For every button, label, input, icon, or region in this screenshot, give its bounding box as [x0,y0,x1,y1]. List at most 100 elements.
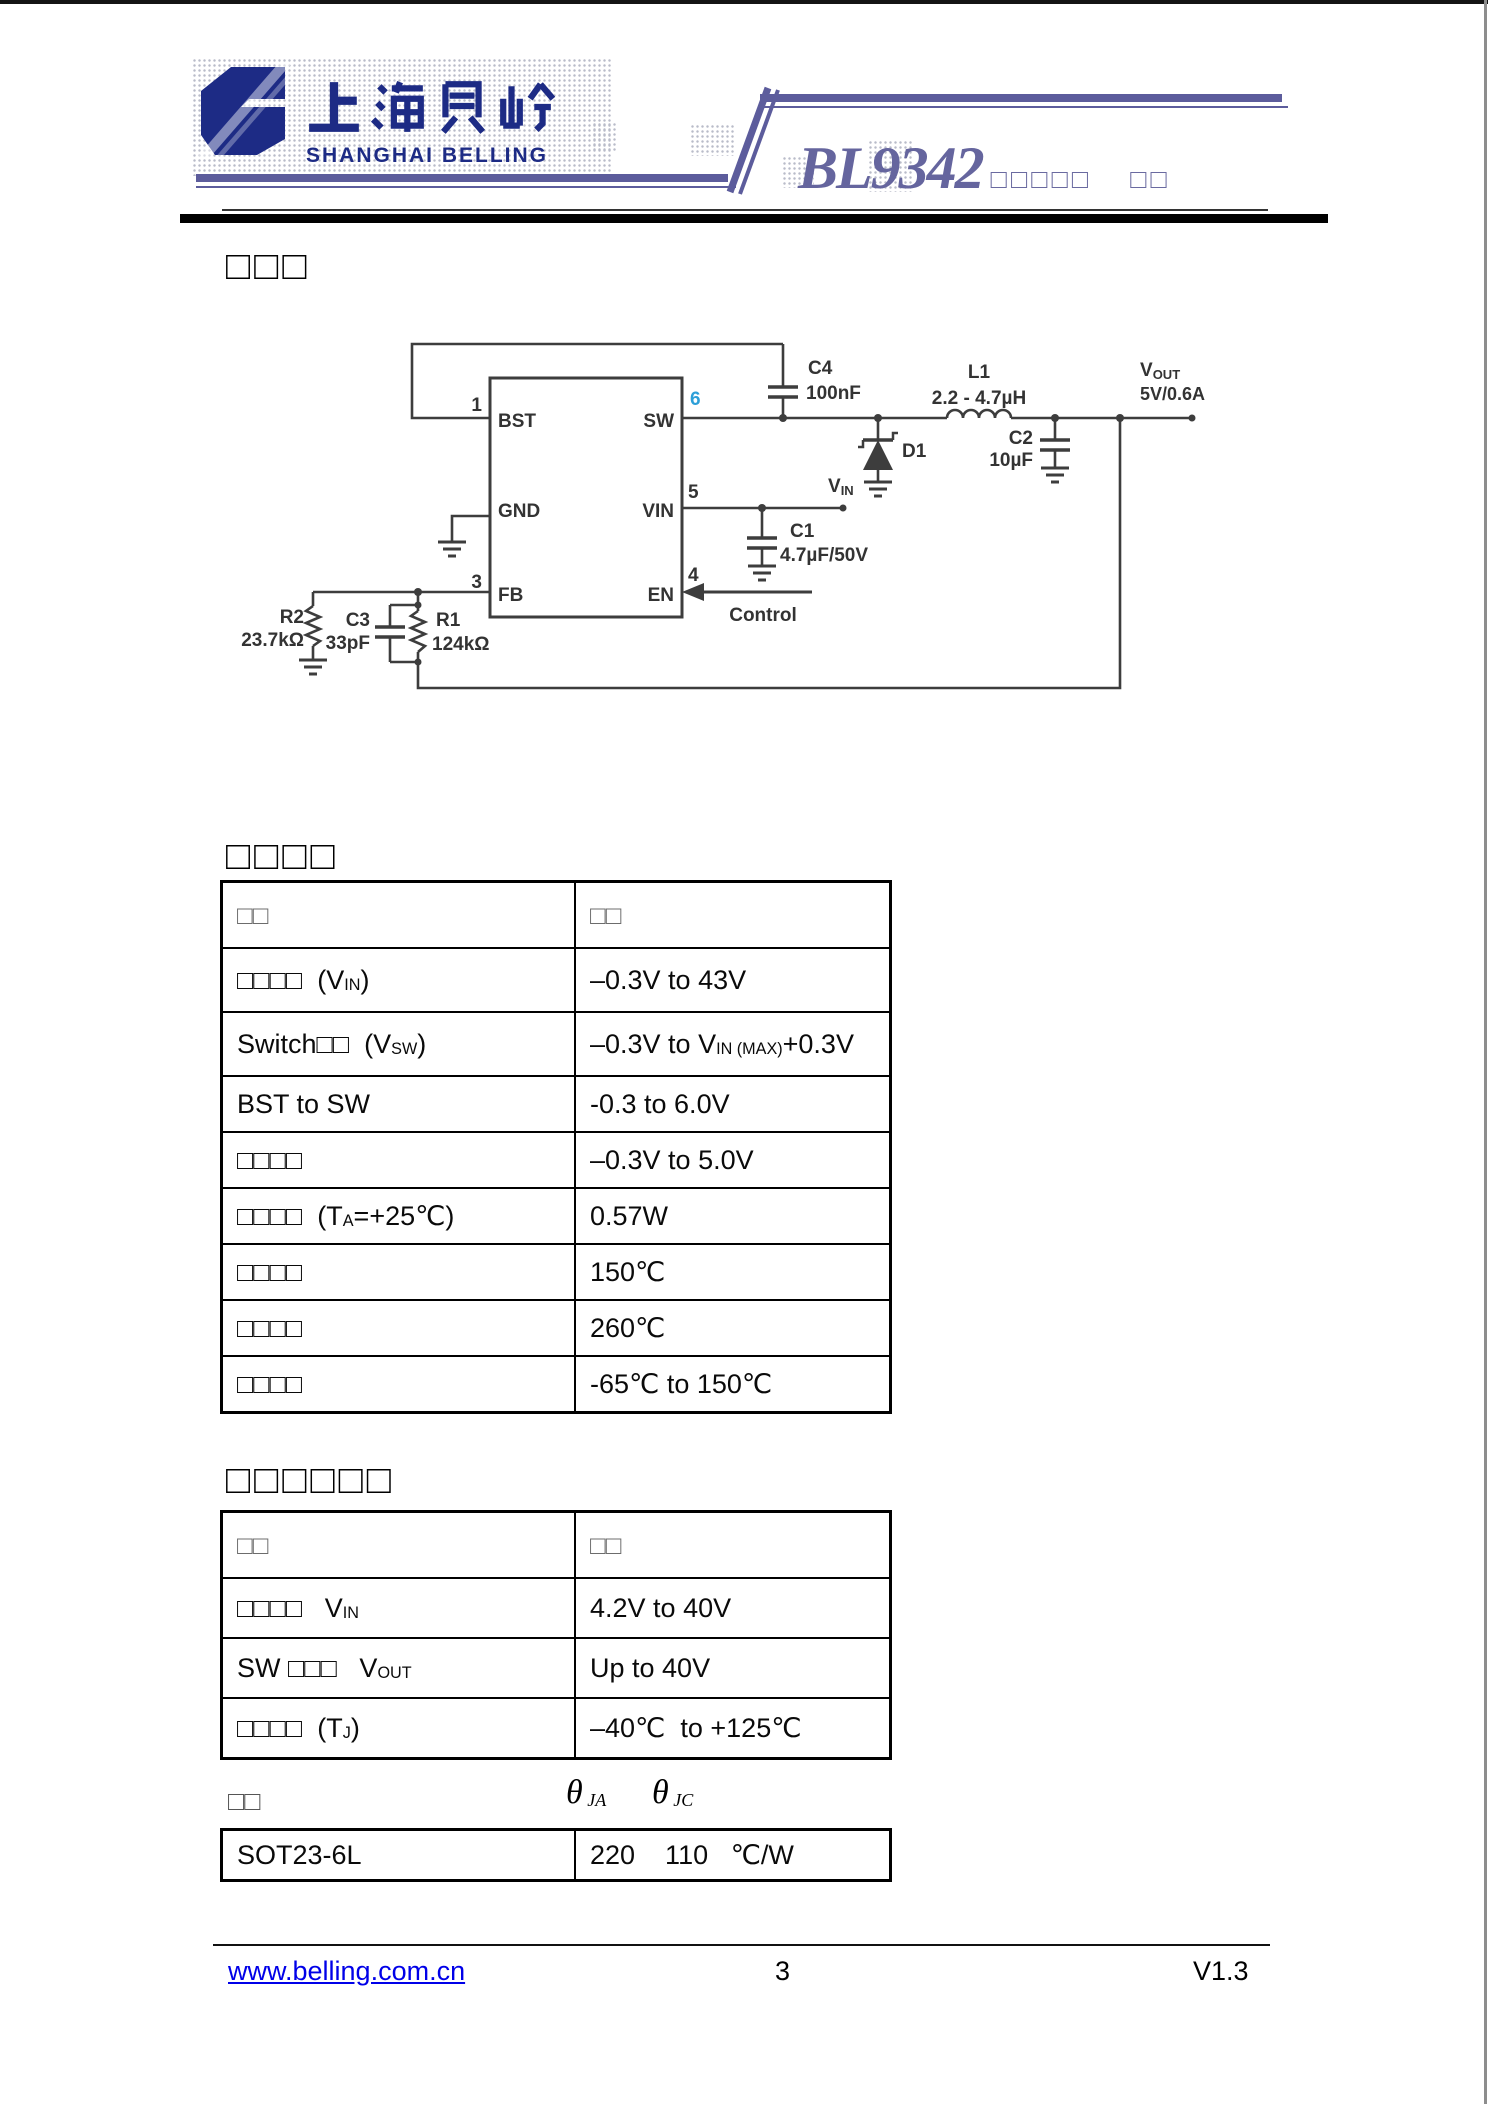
label-vout: VOUT [1140,360,1180,382]
halftone-pattern [690,124,736,156]
header-band-right-thin [760,106,1288,108]
table-row: □□□□ (TA=+25℃) 0.57W [220,1187,892,1245]
label-r2: R2 [280,607,304,628]
pin-label-sw: SW [643,411,674,432]
pin-number-5: 5 [688,482,699,503]
header-band-left-thin [196,186,736,188]
header-slash [726,86,780,195]
pin-label-bst: BST [498,411,536,432]
header-band-left [196,174,728,182]
package-cell: SOT23-6L [220,1828,576,1882]
table-row: BST to SW -0.3 to 6.0V [220,1075,892,1133]
value-cell: 0.57W [574,1187,892,1245]
table-row: □□□□ (TJ) –40℃ to +125℃ [220,1697,892,1760]
label-c3-value: 33pF [326,633,370,654]
label-c4: C4 [808,358,833,379]
halftone-pattern [782,156,814,188]
value-cell: –0.3V to VIN (MAX)+0.3V [574,1011,892,1077]
value-cell: Up to 40V [574,1637,892,1699]
header-parameter: □□ [220,1510,576,1579]
theta-jc-header: θ JC [652,1774,694,1811]
page-top-border [0,0,1488,4]
halftone-pattern [592,122,618,152]
value-cell: -0.3 to 6.0V [574,1075,892,1133]
table-row: □□□□ (VIN) –0.3V to 43V [220,947,892,1013]
pin-number-3: 3 [471,572,482,593]
label-c1-value: 4.7µF/50V [780,545,868,566]
param-cell: BST to SW [220,1075,576,1133]
ic-body [488,376,684,619]
label-c3: C3 [346,610,370,631]
value-cell: 4.2V to 40V [574,1577,892,1639]
title-subtitle-boxes: □□□□□ [990,164,1093,194]
title-subtitle-boxes-2: □□ [1130,164,1171,194]
section-heading-recommended: □□□□□□ [226,1458,395,1502]
belling-logo-mark [193,48,306,174]
table-row: SOT23-6L 220 110 ℃/W [220,1828,892,1882]
value-cell: –0.3V to 5.0V [574,1131,892,1189]
circuit-wires [302,342,1192,690]
header-rule-thick [180,214,1328,223]
inductor-l1 [945,408,1013,419]
header-rule-thin [222,209,1268,211]
param-cell: Switch□□ (VSW) [220,1011,576,1077]
label-vout-value: 5V/0.6A [1140,384,1205,404]
document-title: BL9342 □□□□□ □□ [798,138,1171,198]
param-cell: □□□□ [220,1131,576,1189]
table-row: □□□□ VIN 4.2V to 40V [220,1577,892,1639]
header-value: □□ [574,1510,892,1579]
param-cell: □□□□ [220,1299,576,1357]
vout-terminal [1188,414,1196,422]
footer-rule [213,1944,1270,1946]
value-cell: –40℃ to +125℃ [574,1697,892,1760]
table-header-row: □□ □□ [220,1510,892,1579]
part-number: BL9342 [798,135,985,201]
value-cell: –0.3V to 43V [574,947,892,1013]
value-cell: 260℃ [574,1299,892,1357]
param-cell: □□□□ (TA=+25℃) [220,1187,576,1245]
ground-symbol [746,564,778,582]
circuit-symbols [414,414,1196,666]
param-cell: □□□□ (TJ) [220,1697,576,1760]
pin-label-vin: VIN [642,501,674,522]
label-l1: L1 [968,362,991,383]
package-column-label: □□ [228,1786,261,1816]
logo-cn-char [370,80,424,132]
pin-label-en: EN [648,585,674,606]
company-name-english: SHANGHAI BELLING [306,144,548,167]
table-row: □□□□ -65℃ to 150℃ [220,1355,892,1414]
label-r2-value: 23.7kΩ [241,630,304,651]
section-heading-application: □□□ [226,244,311,288]
diode-d1 [863,440,893,470]
label-vin: VIN [828,476,854,498]
vin-terminal [839,504,847,512]
ground-symbol [297,658,329,676]
resistor-r2 [302,604,324,648]
table-row: □□□□ 260℃ [220,1299,892,1357]
footer-website-link[interactable]: www.belling.com.cn [228,1956,466,1986]
param-cell: □□□□ VIN [220,1577,576,1639]
param-cell: SW □□□ VOUT [220,1637,576,1699]
logo-cn-char [500,82,555,132]
abs-max-table: □□ □□ □□□□ (VIN) –0.3V to 43V Switch□□ (… [220,880,892,1414]
label-r1: R1 [436,610,461,631]
section-heading-abs-max: □□□□ [226,834,339,878]
label-r1-value: 124kΩ [432,634,490,655]
theta-ja-header: θ JA [566,1774,607,1811]
thermal-table: SOT23-6L 220 110 ℃/W [220,1828,892,1882]
logo-cn-char [440,81,486,134]
page-right-border [1484,0,1487,2104]
header-value: □□ [574,880,892,949]
company-logo [193,48,306,174]
label-l1-value: 2.2 - 4.7µH [932,388,1026,409]
value-cell: -65℃ to 150℃ [574,1355,892,1414]
label-c2: C2 [1009,428,1033,449]
param-cell: □□□□ (VIN) [220,947,576,1013]
table-row: □□□□ –0.3V to 5.0V [220,1131,892,1189]
footer-version: V1.3 [1193,1956,1249,1986]
pin-label-fb: FB [498,585,523,606]
en-arrowhead [682,583,704,601]
thermal-values-cell: 220 110 ℃/W [574,1828,892,1882]
label-c2-value: 10µF [989,450,1033,471]
